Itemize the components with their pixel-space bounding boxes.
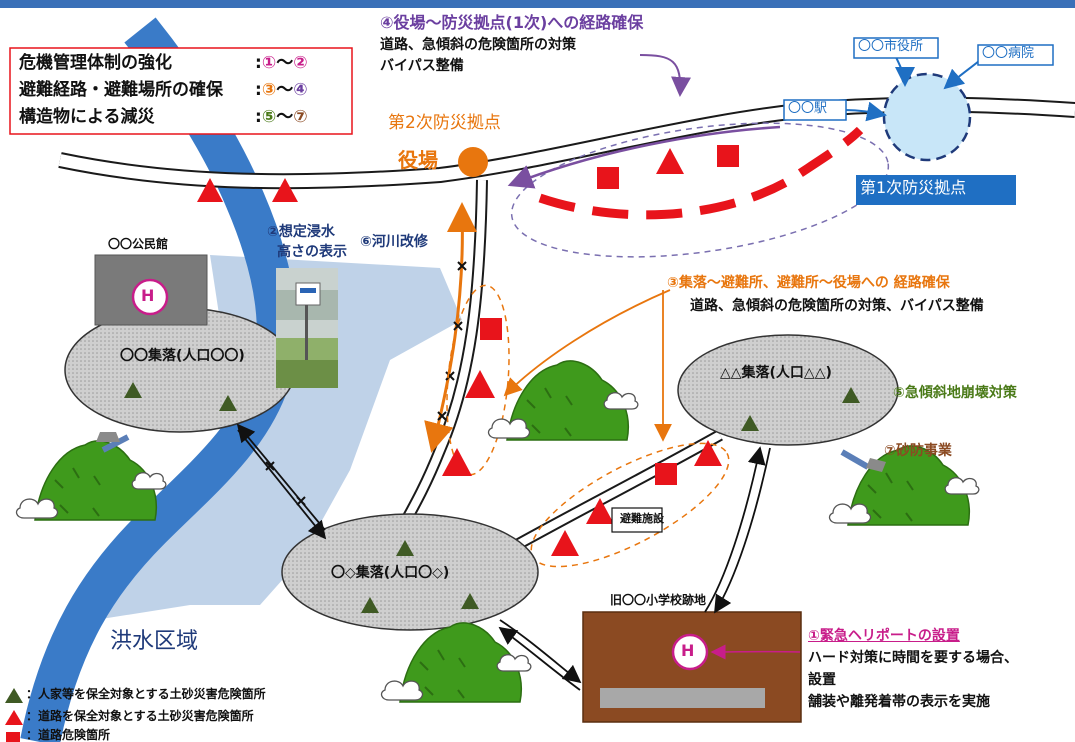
shelter-road [488,431,722,564]
range-start: ① [261,53,277,73]
base1-badge [856,175,1016,205]
base1-label: 第1次防災拠点 [860,178,967,197]
arrow-station [844,101,887,122]
range-tilde: 〜 [276,107,294,127]
flood-zone [95,255,462,620]
town-office-label: 役場 [398,148,438,172]
arrow-village-a-b [237,429,327,540]
measure-3-line1: 道路、急傾斜の危険箇所の対策、バイパス整備 [690,298,984,314]
flood-area-label: 洪水区域 [110,629,199,654]
measure-4-title: ④役場〜防災拠点(1次)への経路確保 [380,13,644,32]
connector-right [840,449,870,470]
measure-3-title: ③集落〜避難所、避難所〜役場への 経路確保 [667,275,950,291]
city-hall-label: 〇〇市役所 [858,39,924,54]
legend-row-2-label: 避難経路・避難場所の確保 [19,80,223,100]
arrow-4-route [507,125,781,189]
legend-row-1-label: 危機管理体制の強化 [19,53,172,73]
top-band [0,0,1075,8]
legend-item-3: ：道路危険箇所 [26,728,111,742]
mountain-center [487,359,639,441]
legend-icon-red-triangle [5,710,23,725]
measure-1-line1: ハード対策に時間を要する場合、 [808,650,1018,666]
measure-2-line1: ②想定浸水 [267,224,335,240]
bypass-cross-marks [437,261,467,421]
range-end: ⑦ [293,107,308,127]
measure-4-line1: 道路、急傾斜の危険箇所の対策 [380,37,576,53]
village-b-label: 〇◇集落(人口〇◇) [331,565,450,581]
hospital-label: 〇〇病院 [982,46,1035,61]
legend-item-1: ：人家等を保全対象とする土砂災害危険箇所 [26,687,266,701]
range-tilde: 〜 [276,80,294,100]
road-hazard-markers [197,145,739,556]
arrow-4-down [639,54,692,97]
measure-7-label: ⑦砂防事業 [884,443,952,459]
mountain-left [15,439,167,521]
residential-hazard-markers [124,382,860,613]
range-end: ② [293,53,308,73]
legend-icon-dark-triangle [5,688,23,703]
legend-row-1-range: :①〜② [255,53,308,73]
legend-item-2: ：道路を保全対象とする土砂災害危険箇所 [26,709,254,723]
measure-2-line2: 高さの表示 [277,244,347,260]
measure-1-line2: 設置 [808,672,836,688]
school-heliport [671,633,709,671]
arrow-3-left [503,289,671,397]
arrow-village-c-school [714,447,771,614]
bypass-arrow [424,209,464,453]
hospital-badge [977,44,1054,66]
measure-6-label: ⑥河川改修 [360,234,428,250]
legend-row-2-range: :③〜④ [255,80,308,100]
range-tilde: 〜 [276,53,294,73]
route4-ellipse [510,122,890,258]
legend-icon-red-square [6,732,20,742]
bypass-red-dashed [538,126,864,220]
base2-label: 第2次防災拠点 [388,113,501,133]
range-end: ④ [293,80,308,100]
arrow-village-b-school [499,619,582,684]
school-h: H [681,641,695,660]
town-office-marker [458,147,488,177]
legend-row-3-label: 構造物による減災 [19,107,155,127]
village-a-area [64,307,296,433]
shelter-box [611,507,663,533]
measure-1-line3: 舗装や離発着帯の表示を実施 [808,694,990,710]
shelter-label: 避難施設 [620,512,664,525]
range-start: ⑤ [261,107,277,127]
base1-circle [882,72,972,162]
village-c-area [677,334,899,446]
community-hall-heliport [131,278,169,316]
school-label: 旧〇〇小学校跡地 [610,593,707,607]
village-a-label: 〇〇集落(人口〇〇) [120,348,245,364]
legend-row-3-range: :⑤〜⑦ [255,107,308,127]
station-badge [783,99,847,121]
legend-box-frame [9,47,353,135]
station-label: 〇〇駅 [788,101,828,116]
city-hall-badge [853,37,939,59]
landing-zone [600,688,765,708]
measure-5-label: ⑤急傾斜地崩壊対策 [893,385,1017,401]
community-hall-label: 〇〇公民館 [108,237,169,251]
measure-4-line2: バイパス整備 [380,58,464,74]
village-c-label: △△集落(人口△△) [720,365,832,381]
base2-bg [383,110,531,140]
measure-1-title: ①緊急ヘリポートの設置 [808,628,960,644]
community-hall-h: H [141,286,155,305]
connector-left [101,434,130,453]
range-start: ③ [261,80,277,100]
